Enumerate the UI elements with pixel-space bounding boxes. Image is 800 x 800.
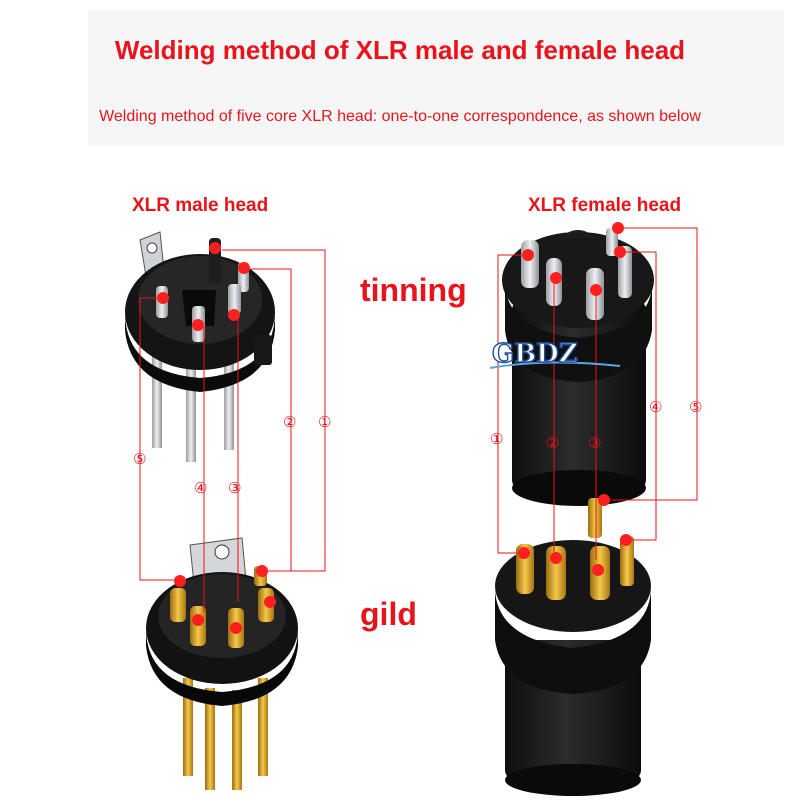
gbdz-logo: GBDZ xyxy=(489,338,621,370)
tinning-label: tinning xyxy=(360,272,467,308)
female-pin-5-number: ⑤ xyxy=(689,398,703,416)
female-pin-3-number: ③ xyxy=(588,434,602,452)
male-connector-tinned xyxy=(125,231,275,462)
male-pin-5-number: ⑤ xyxy=(133,450,147,468)
female-connector-gold xyxy=(495,498,651,796)
female-pin-1-number: ① xyxy=(490,430,504,448)
female-pin-4-number: ④ xyxy=(649,398,663,416)
male-pin-1-number: ① xyxy=(318,413,332,431)
page-title: Welding method of XLR male and female he… xyxy=(114,35,686,65)
pin-markers xyxy=(157,222,632,634)
male-connector-gold xyxy=(146,537,298,790)
male-pin-2-number: ② xyxy=(283,413,297,431)
title-banner xyxy=(88,10,784,146)
svg-text:GBDZ: GBDZ xyxy=(492,339,578,369)
gild-label: gild xyxy=(360,596,417,632)
male-wiring-lines xyxy=(139,249,326,612)
male-head-label: XLR male head xyxy=(132,195,269,216)
page-subtitle: Welding method of five core XLR head: on… xyxy=(99,108,701,125)
female-connector-tinned xyxy=(502,228,654,506)
male-pin-4-number: ④ xyxy=(194,479,208,497)
female-head-label: XLR female head xyxy=(528,195,682,216)
male-pin-3-number: ③ xyxy=(228,479,242,497)
female-pin-2-number: ② xyxy=(546,434,560,452)
female-wiring-lines xyxy=(497,227,698,560)
